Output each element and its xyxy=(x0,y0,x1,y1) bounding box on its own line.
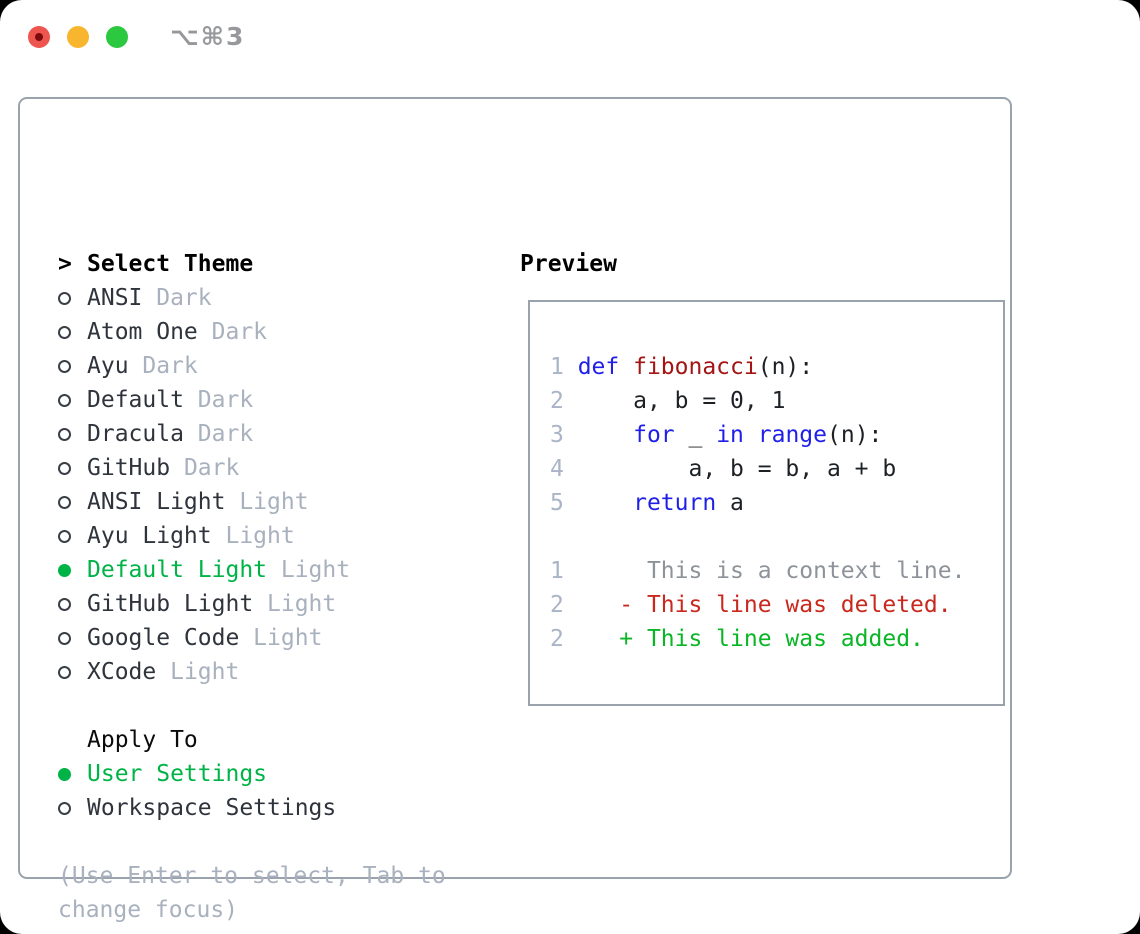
help-text-line-1: (Use Enter to select, Tab to xyxy=(58,863,446,889)
radio-selected-icon xyxy=(58,563,87,577)
radio-unselected-icon xyxy=(58,291,87,305)
radio-circle xyxy=(58,529,71,543)
radio-circle xyxy=(58,427,71,441)
apply-option-workspace-settings[interactable]: Workspace Settings xyxy=(58,791,508,825)
theme-option-google-code[interactable]: Google Code Light xyxy=(58,621,508,655)
theme-variant-label: Light xyxy=(253,591,337,617)
theme-variant-label: Dark xyxy=(128,353,198,379)
theme-option-default-light[interactable]: Default Light Light xyxy=(58,553,508,587)
code-line: 3 for _ in range(n): xyxy=(550,422,883,448)
minimize-button[interactable] xyxy=(67,26,89,48)
option-label: GitHub Light xyxy=(87,591,254,617)
radio-unselected-icon xyxy=(58,631,87,645)
focus-marker: > xyxy=(58,251,87,277)
theme-option-xcode[interactable]: XCode Light xyxy=(58,655,508,689)
radio-unselected-icon xyxy=(58,665,87,679)
option-label: Workspace Settings xyxy=(87,795,337,821)
radio-selected-icon xyxy=(58,767,87,781)
theme-variant-label: Dark xyxy=(197,319,268,345)
code-line: 2 a, b = 0, 1 xyxy=(550,388,786,414)
theme-variant-label: Light xyxy=(267,557,351,583)
radio-circle xyxy=(58,291,71,305)
spacer xyxy=(58,825,508,859)
code-line: 1 def fibonacci(n): xyxy=(550,354,814,380)
code-line: 2 - This line was deleted. xyxy=(550,592,952,618)
radio-circle xyxy=(58,563,71,577)
close-button-dot xyxy=(35,33,43,41)
option-label: GitHub xyxy=(87,455,171,481)
radio-unselected-icon xyxy=(58,325,87,339)
close-button[interactable] xyxy=(28,26,50,48)
theme-option-ayu-light[interactable]: Ayu Light Light xyxy=(58,519,508,553)
apply-to-title: Apply To xyxy=(87,727,198,753)
theme-variant-label: Light xyxy=(156,659,240,685)
option-label: Atom One xyxy=(87,319,198,345)
window-shortcut-label: ⌥⌘3 xyxy=(170,22,246,51)
option-label: Default xyxy=(87,387,184,413)
chevron-right-icon: > xyxy=(58,251,72,277)
code-line: 5 return a xyxy=(550,490,744,516)
theme-option-ansi[interactable]: ANSI Dark xyxy=(58,281,508,315)
theme-variant-label: Light xyxy=(211,523,295,549)
theme-variant-label: Light xyxy=(225,489,309,515)
option-label: Google Code xyxy=(87,625,240,651)
theme-variant-label: Dark xyxy=(142,285,212,311)
radio-unselected-icon xyxy=(58,393,87,407)
option-label: Dracula xyxy=(87,421,184,447)
radio-circle xyxy=(58,359,71,373)
option-label: Default Light xyxy=(87,557,268,583)
radio-unselected-icon xyxy=(58,461,87,475)
radio-circle xyxy=(58,461,71,475)
radio-unselected-icon xyxy=(58,427,87,441)
radio-unselected-icon xyxy=(58,359,87,373)
radio-unselected-icon xyxy=(58,597,87,611)
apply-to-header: Apply To xyxy=(58,723,508,757)
radio-circle xyxy=(58,665,71,679)
theme-option-github-light[interactable]: GitHub Light Light xyxy=(58,587,508,621)
code-line: 2 + This line was added. xyxy=(550,626,924,652)
preview-panel: 1 def fibonacci(n): 2 a, b = 0, 1 3 for … xyxy=(528,300,1005,706)
radio-circle xyxy=(58,597,71,611)
preview-code: 1 def fibonacci(n): 2 a, b = 0, 1 3 for … xyxy=(530,302,1003,656)
theme-variant-label: Dark xyxy=(183,387,254,413)
theme-option-github[interactable]: GitHub Dark xyxy=(58,451,508,485)
theme-variant-label: Dark xyxy=(170,455,240,481)
radio-unselected-icon xyxy=(58,801,87,815)
theme-option-atom-one[interactable]: Atom One Dark xyxy=(58,315,508,349)
titlebar: ⌥⌘3 xyxy=(0,0,1140,75)
help-text-line-2: change focus) xyxy=(58,897,239,923)
code-line: 4 a, b = b, a + b xyxy=(550,456,897,482)
zoom-button[interactable] xyxy=(106,26,128,48)
preview-title: Preview xyxy=(520,251,617,277)
radio-unselected-icon xyxy=(58,529,87,543)
theme-option-dracula[interactable]: Dracula Dark xyxy=(58,417,508,451)
option-label: ANSI Light xyxy=(87,489,226,515)
option-label: Ayu xyxy=(87,353,129,379)
option-label: User Settings xyxy=(87,761,268,787)
select-theme-title: Select Theme xyxy=(87,251,254,277)
option-label: ANSI xyxy=(87,285,143,311)
radio-circle xyxy=(58,325,71,339)
spacer xyxy=(58,689,508,723)
radio-circle xyxy=(58,801,71,815)
code-line: 1 This is a context line. xyxy=(550,558,966,584)
theme-variant-label: Light xyxy=(239,625,323,651)
radio-unselected-icon xyxy=(58,495,87,509)
theme-option-ansi-light[interactable]: ANSI Light Light xyxy=(58,485,508,519)
option-label: XCode xyxy=(87,659,157,685)
theme-option-default[interactable]: Default Dark xyxy=(58,383,508,417)
theme-option-ayu[interactable]: Ayu Dark xyxy=(58,349,508,383)
radio-circle xyxy=(58,631,71,645)
radio-circle xyxy=(58,393,71,407)
option-label: Ayu Light xyxy=(87,523,212,549)
apply-option-user-settings[interactable]: User Settings xyxy=(58,757,508,791)
theme-variant-label: Dark xyxy=(183,421,254,447)
radio-circle xyxy=(58,767,71,781)
select-theme-header: > Select Theme xyxy=(58,247,508,281)
radio-circle xyxy=(58,495,71,509)
